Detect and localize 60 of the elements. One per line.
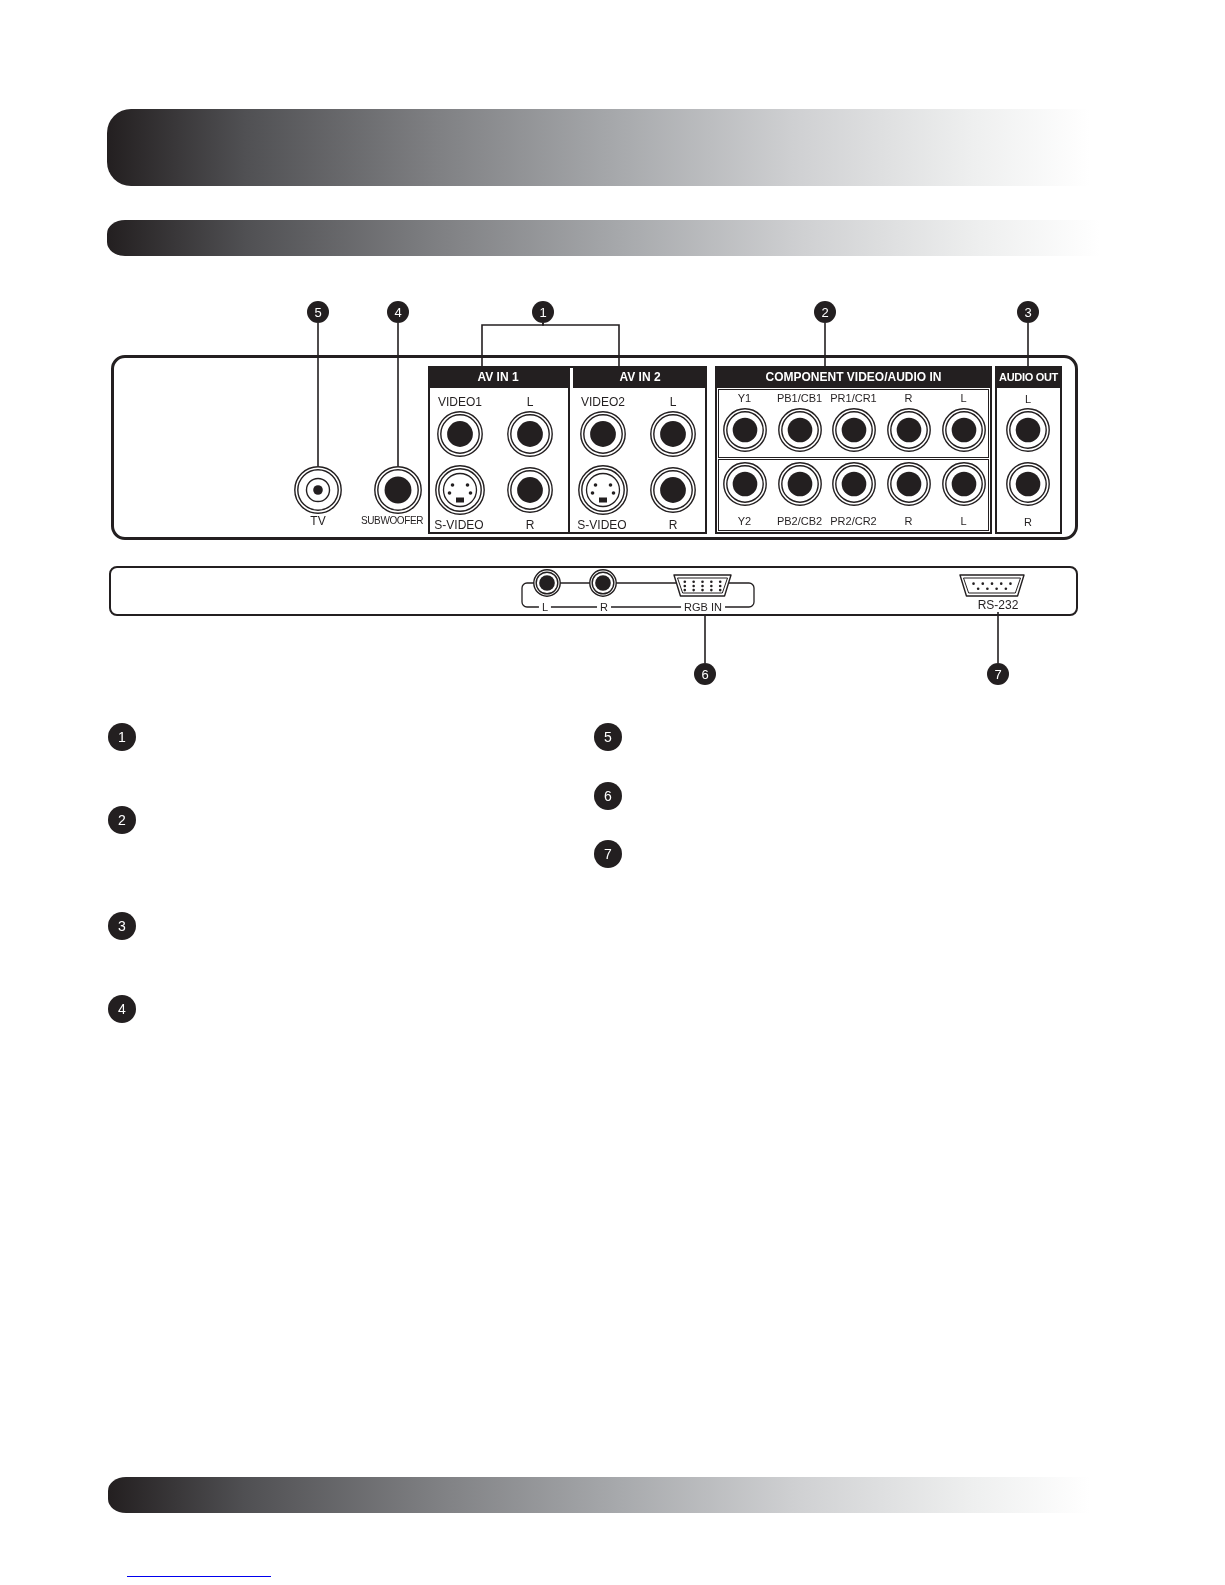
callout-number: 1 xyxy=(108,723,136,751)
jack-label: R xyxy=(904,392,913,405)
jack-label: VIDEO1 xyxy=(438,395,482,409)
jack-label: R xyxy=(1024,515,1032,529)
jack-label: Y1 xyxy=(737,392,752,405)
port-label: R xyxy=(597,600,611,614)
jack-label: L xyxy=(1024,392,1032,406)
port-label: RS-232 xyxy=(977,598,1019,612)
section-header: AUDIO OUT xyxy=(995,366,1062,388)
jack-section xyxy=(428,366,570,534)
callout-number: 5 xyxy=(307,301,329,323)
callout-number: 3 xyxy=(1017,301,1039,323)
leader-line xyxy=(824,322,826,367)
device-panel xyxy=(109,566,1078,616)
section-header: AV IN 1 xyxy=(428,366,568,388)
callout-number: 7 xyxy=(987,663,1009,685)
callout-number: 4 xyxy=(108,995,136,1023)
jack-label: PR1/CR1 xyxy=(830,392,877,405)
callout-number: 6 xyxy=(594,782,622,810)
jack-row xyxy=(718,459,989,531)
section-header: COMPONENT VIDEO/AUDIO IN xyxy=(715,366,992,388)
jack-section xyxy=(995,366,1062,534)
jack-label: TV xyxy=(310,514,326,528)
jack-label: L xyxy=(960,515,967,528)
leader-line xyxy=(481,322,544,367)
jack-label: R xyxy=(904,515,913,528)
jack-row xyxy=(718,389,989,458)
device-panel xyxy=(111,355,1078,540)
leader-line xyxy=(1027,322,1029,367)
leader-line xyxy=(997,611,999,664)
jack-label: PB2/CB2 xyxy=(776,515,823,528)
jack-label: Y2 xyxy=(737,515,752,528)
jack-label: PR2/CR2 xyxy=(830,515,877,528)
jack-label: VIDEO2 xyxy=(581,395,625,409)
leader-line xyxy=(317,322,319,467)
jack-label: S-VIDEO xyxy=(434,518,484,532)
jack-label: S-VIDEO xyxy=(577,518,627,532)
leader-line xyxy=(397,322,399,467)
callout-number: 2 xyxy=(814,301,836,323)
jack-label: SUBWOOFER xyxy=(361,515,423,527)
port-label: L xyxy=(538,600,552,614)
jack-label: L xyxy=(526,395,534,409)
callout-number: 4 xyxy=(387,301,409,323)
jack-label: R xyxy=(525,518,535,532)
callout-number: 1 xyxy=(532,301,554,323)
section-header: AV IN 2 xyxy=(573,366,707,388)
callout-number: 7 xyxy=(594,840,622,868)
port-label: RGB IN xyxy=(681,600,725,614)
jack-label: PB1/CB1 xyxy=(776,392,823,405)
leader-line xyxy=(542,322,620,367)
jack-label: L xyxy=(960,392,967,405)
jack-label: L xyxy=(669,395,677,409)
jack-section xyxy=(570,366,707,534)
callout-number: 2 xyxy=(108,806,136,834)
jack-label: R xyxy=(668,518,678,532)
callout-number: 6 xyxy=(694,663,716,685)
callout-number: 3 xyxy=(108,912,136,940)
leader-line xyxy=(704,613,706,664)
jack-section xyxy=(715,366,992,534)
callout-number: 5 xyxy=(594,723,622,751)
